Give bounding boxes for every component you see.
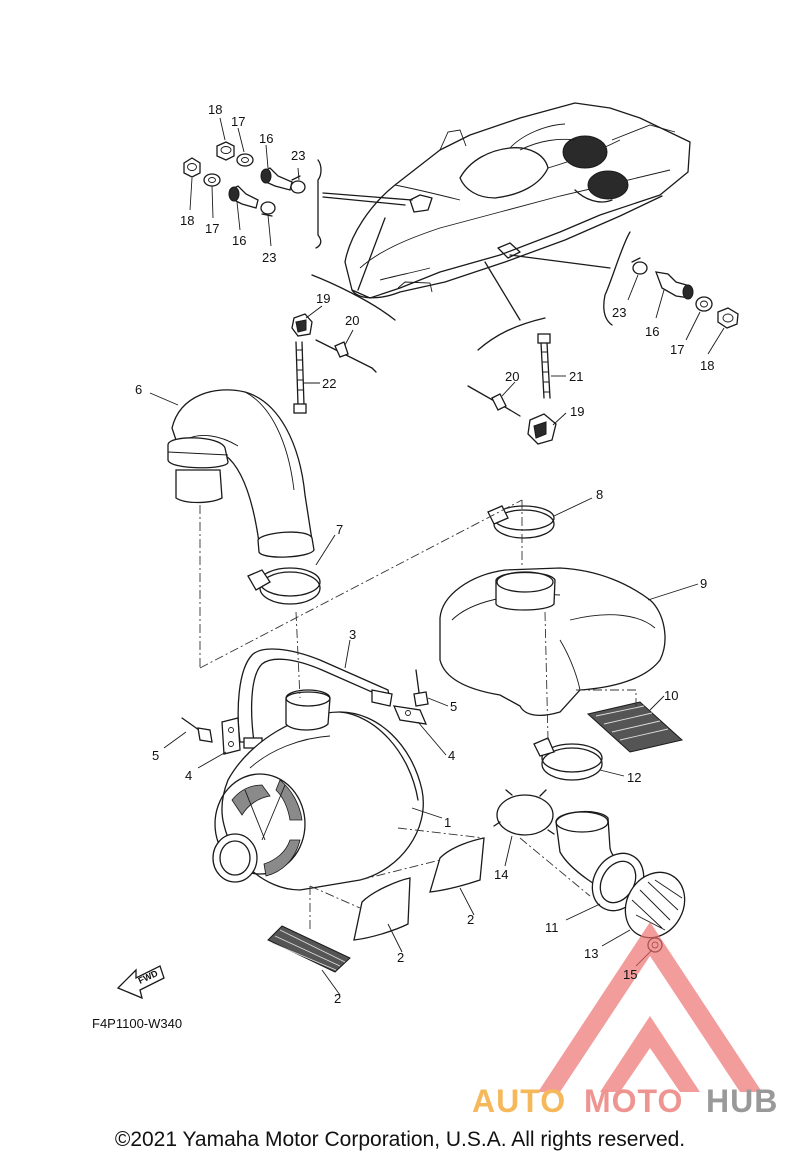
leaders-top-left: [189, 117, 300, 247]
nut-18-lower: [183, 157, 201, 178]
grommet-19-left: [291, 313, 313, 337]
callout-15: 15: [623, 967, 637, 982]
callout-9: 9: [700, 576, 707, 591]
hose-fitting-16-lower: [228, 185, 259, 209]
callout-16: 16: [232, 233, 246, 248]
washer-17-lower: [203, 173, 221, 187]
callout-18: 18: [180, 213, 194, 228]
watermark-moto: MOTO: [584, 1083, 683, 1119]
hose-clamp-23-right: [631, 257, 648, 275]
callout-labels: 18 17 16 23 18 17 16 23 19 20 22 23 16 1…: [135, 102, 714, 1006]
callout-2: 2: [467, 912, 474, 927]
watermark-auto: AUTO: [472, 1083, 566, 1119]
watercraft-hull-illustration: [311, 102, 691, 351]
cable-tie-22: [293, 341, 307, 414]
forward-arrow-icon: FWD: [116, 965, 165, 1000]
callout-22: 22: [322, 376, 336, 391]
callout-16: 16: [259, 131, 273, 146]
watermark-logo: AUTO MOTO HUB: [472, 922, 778, 1119]
hose-clamp-12: [533, 737, 625, 781]
bolt-5-right: [413, 669, 449, 707]
callout-19: 19: [316, 291, 330, 306]
air-tank-9: [439, 567, 699, 717]
callout-16: 16: [645, 324, 659, 339]
callout-18: 18: [700, 358, 714, 373]
callout-23: 23: [612, 305, 626, 320]
callout-23: 23: [291, 148, 305, 163]
callout-4: 4: [185, 768, 192, 783]
callout-21: 21: [569, 369, 583, 384]
cable-tie-21: [537, 333, 551, 399]
callout-7: 7: [336, 522, 343, 537]
assembly-guide-lines: [199, 499, 637, 930]
hose-clamp-8: [487, 497, 593, 539]
callout-6: 6: [135, 382, 142, 397]
callout-10: 10: [664, 688, 678, 703]
callout-23: 23: [262, 250, 276, 265]
callout-19: 19: [570, 404, 584, 419]
svg-text:AUTO MOTO HUB: AUTO MOTO HUB: [472, 1083, 778, 1119]
callout-3: 3: [349, 627, 356, 642]
callout-17: 17: [205, 221, 219, 236]
callout-11: 11: [545, 920, 559, 935]
hose-fitting-16-right: [654, 271, 694, 300]
pad-2-middle: [353, 877, 411, 953]
diagram-code: F4P1100-W340: [92, 1016, 182, 1031]
callout-13: 13: [584, 946, 598, 961]
callout-5: 5: [152, 748, 159, 763]
nut-18-right: [717, 307, 739, 329]
flame-arrestor-13: [601, 871, 686, 947]
leaders-right-middle: [501, 375, 567, 426]
pin-20-left: [315, 339, 377, 373]
intake-duct-6: [149, 389, 315, 558]
callout-18: 18: [208, 102, 222, 117]
callout-4: 4: [448, 748, 455, 763]
hose-clamp-7: [247, 534, 336, 605]
leaders-middle-left: [303, 305, 354, 384]
callout-20: 20: [345, 313, 359, 328]
washer-17-right: [695, 296, 713, 312]
nut-18-upper: [216, 141, 235, 161]
leaders-right: [627, 274, 725, 355]
callout-2: 2: [334, 991, 341, 1006]
callout-17: 17: [670, 342, 684, 357]
watermark-hub: HUB: [706, 1083, 778, 1119]
bolt-5-left: [163, 717, 213, 749]
bracket-4-left: [197, 717, 241, 769]
ring-14: [493, 789, 555, 867]
bracket-4-right: [392, 705, 447, 756]
strap-3: [237, 639, 393, 749]
callout-5: 5: [450, 699, 457, 714]
pin-20-right: [467, 385, 521, 417]
pad-2-mesh: [267, 925, 351, 996]
hose-clamp-23-upper: [290, 175, 306, 194]
callout-14: 14: [494, 867, 508, 882]
callout-2: 2: [397, 950, 404, 965]
hose-clamp-23-lower: [260, 201, 276, 217]
callout-17: 17: [231, 114, 245, 129]
air-filter-box-1: [212, 689, 443, 891]
mat-10: [586, 695, 684, 753]
callout-1: 1: [444, 815, 451, 830]
callout-12: 12: [627, 770, 641, 785]
callout-20: 20: [505, 369, 519, 384]
callout-8: 8: [596, 487, 603, 502]
pad-2-right: [429, 837, 485, 916]
washer-17-upper: [236, 153, 254, 167]
grommet-19-right: [527, 413, 557, 445]
hose-fitting-16-upper: [260, 167, 293, 191]
copyright-notice: ©2021 Yamaha Motor Corporation, U.S.A. A…: [114, 1128, 686, 1151]
